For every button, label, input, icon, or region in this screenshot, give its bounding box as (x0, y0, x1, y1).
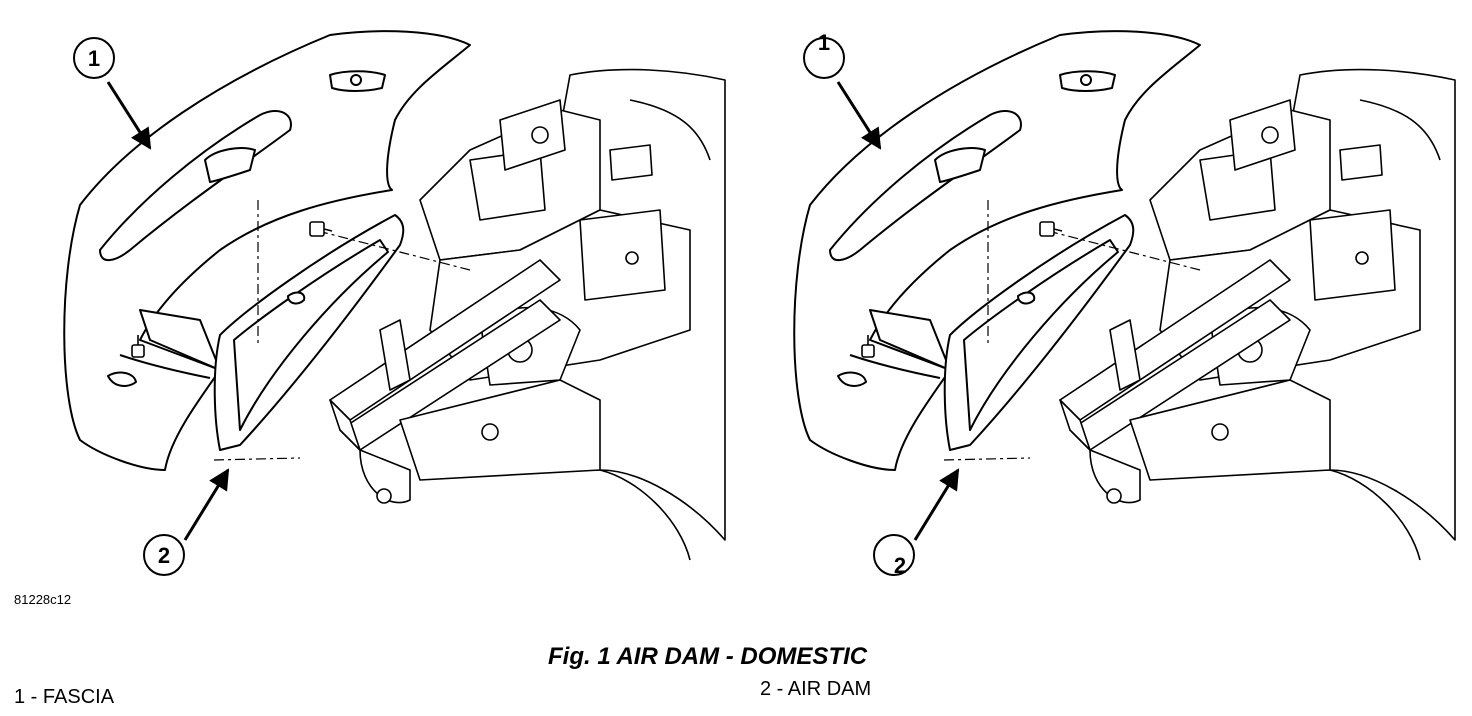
figure-caption: Fig. 1 AIR DAM - DOMESTIC (548, 643, 868, 670)
legend-item-air-dam: 2 - AIR DAM (760, 678, 872, 700)
callout-1-right: 1 (818, 30, 830, 55)
legend-item-fascia: 1 - FASCIA (14, 686, 115, 708)
callout-2-left: 2 (158, 543, 170, 568)
callout-1-left: 1 (88, 46, 100, 71)
diagram-left: 1 2 (64, 31, 725, 575)
figure-code: 81228c12 (14, 592, 72, 607)
diagram-right: 1 2 (794, 30, 1455, 578)
callout-2-right: 2 (894, 553, 906, 578)
